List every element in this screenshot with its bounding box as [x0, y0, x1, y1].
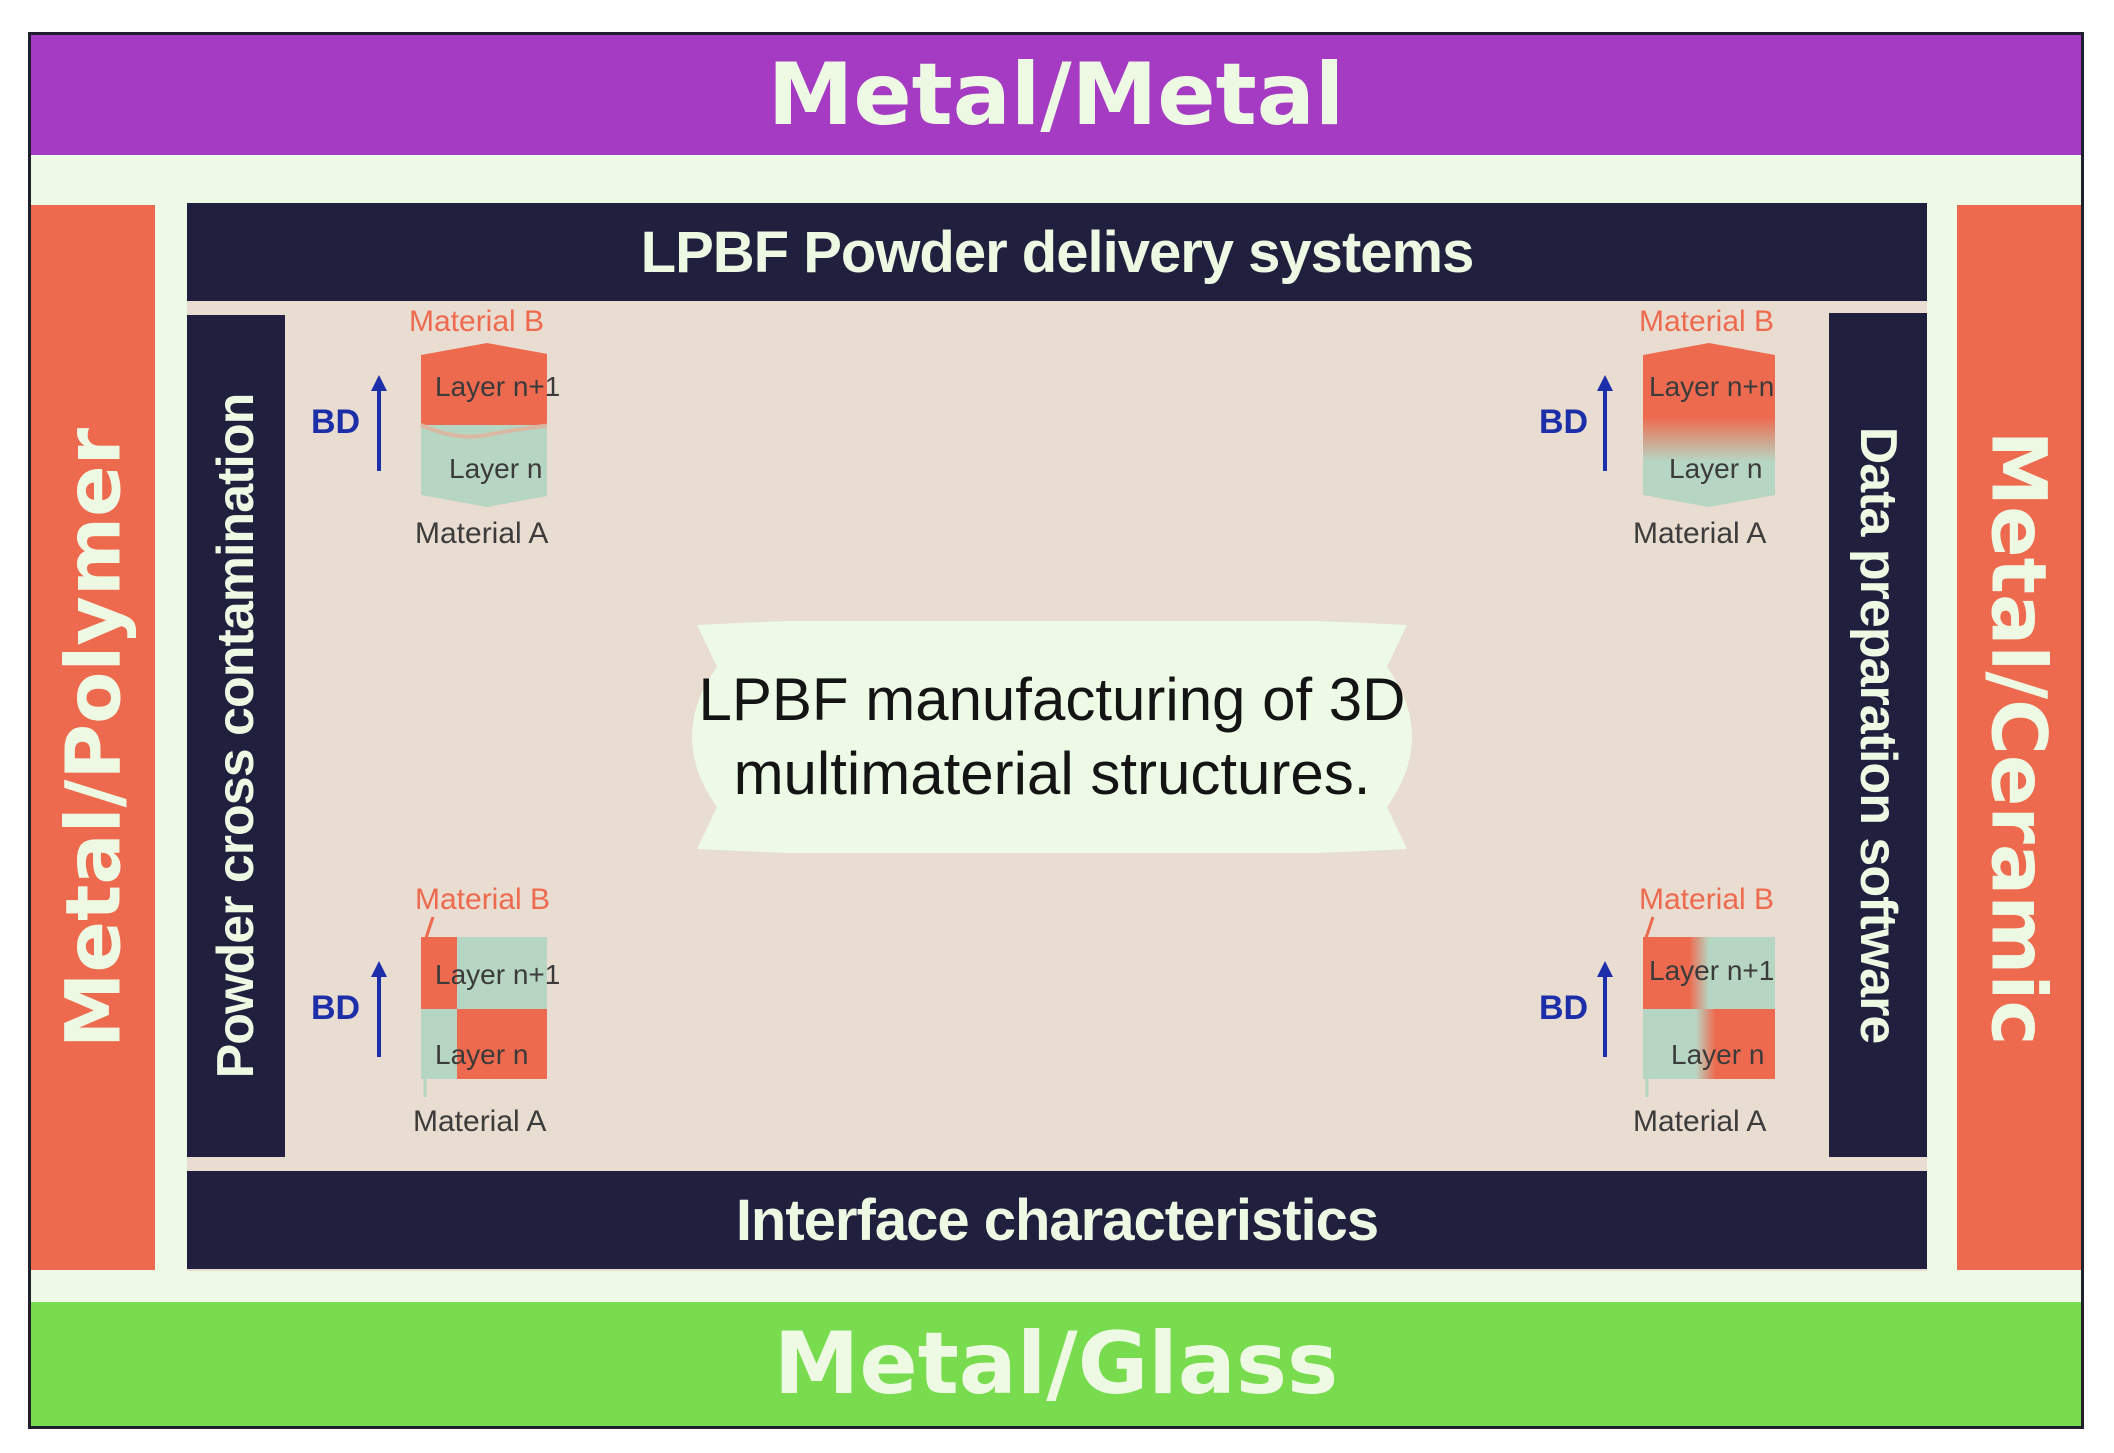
material-b-label: Material B: [409, 305, 545, 338]
metal-metal-band: Metal/Metal: [31, 35, 2081, 155]
build-direction-label: BD: [311, 989, 361, 1027]
center-banner: LPBF manufacturing of 3D multimaterial s…: [667, 621, 1437, 853]
material-b-label: Material B: [1639, 883, 1775, 916]
layer-bottom-label: Layer n: [449, 453, 543, 484]
powder-contamination-bar: Powder cross contamination: [187, 315, 285, 1157]
material-a-label: Material A: [413, 1105, 547, 1138]
lateral-gradient-graphic: [1597, 916, 1775, 1097]
material-a-label: Material A: [1633, 1105, 1767, 1138]
lateral-gradient-block: Material B BD Layer n+1 Layer n Material…: [1529, 883, 1789, 1143]
build-direction-label: BD: [1539, 403, 1589, 441]
metal-metal-label: Metal/Metal: [767, 45, 1345, 145]
material-a-label: Material A: [415, 517, 549, 550]
gradient-layer-graphic: [1597, 343, 1775, 507]
layer-bottom-label: Layer n: [435, 1039, 529, 1070]
metal-ceramic-label: Metal/Ceramic: [1974, 430, 2064, 1045]
center-title-line-2: multimaterial structures.: [733, 740, 1371, 807]
inner-panel: LPBF Powder delivery systems Interface c…: [187, 203, 1927, 1271]
center-title: LPBF manufacturing of 3D multimaterial s…: [667, 621, 1437, 853]
layer-bottom-label: Layer n: [1671, 1039, 1765, 1070]
build-direction-label: BD: [311, 403, 361, 441]
layer-top-label: Layer n+1: [435, 371, 561, 402]
metal-glass-label: Metal/Glass: [773, 1314, 1339, 1414]
layer-top-label: Layer n+1: [435, 959, 561, 990]
layer-bottom-label: Layer n: [1669, 453, 1763, 484]
powder-delivery-bar: LPBF Powder delivery systems: [187, 203, 1927, 301]
sharp-interface-block: Material B BD Layer n+1 Layer n Material…: [307, 305, 560, 555]
data-preparation-label: Data preparation software: [1849, 426, 1907, 1044]
material-a-label: Material A: [1633, 517, 1767, 550]
build-direction-label: BD: [1539, 989, 1589, 1027]
lateral-layer-graphic: [371, 916, 547, 1097]
layer-stack-graphic: [371, 343, 547, 507]
metal-glass-band: Metal/Glass: [31, 1302, 2081, 1426]
center-title-line-1: LPBF manufacturing of 3D: [698, 666, 1406, 733]
lateral-interface-block: Material B BD Layer n+1 Layer n Material…: [307, 883, 560, 1143]
gradient-interface-block: Material B BD Layer n+n Layer n Material…: [1529, 305, 1789, 555]
diagram-frame: Metal/Metal Metal/Polymer Metal/Ceramic …: [28, 32, 2084, 1429]
powder-delivery-label: LPBF Powder delivery systems: [640, 219, 1475, 285]
material-b-label: Material B: [1639, 305, 1775, 338]
metal-polymer-band: Metal/Polymer: [31, 205, 155, 1270]
metal-polymer-label: Metal/Polymer: [48, 427, 138, 1048]
interface-characteristics-bar: Interface characteristics: [187, 1171, 1927, 1269]
interface-characteristics-label: Interface characteristics: [735, 1187, 1379, 1253]
layer-top-label: Layer n+1: [1649, 955, 1775, 986]
data-preparation-bar: Data preparation software: [1829, 313, 1927, 1157]
metal-ceramic-band: Metal/Ceramic: [1957, 205, 2081, 1270]
center-banner-shape: [692, 621, 1412, 853]
material-b-label: Material B: [415, 883, 551, 916]
powder-contamination-label: Powder cross contamination: [207, 393, 265, 1079]
layer-top-label: Layer n+n: [1649, 371, 1775, 402]
